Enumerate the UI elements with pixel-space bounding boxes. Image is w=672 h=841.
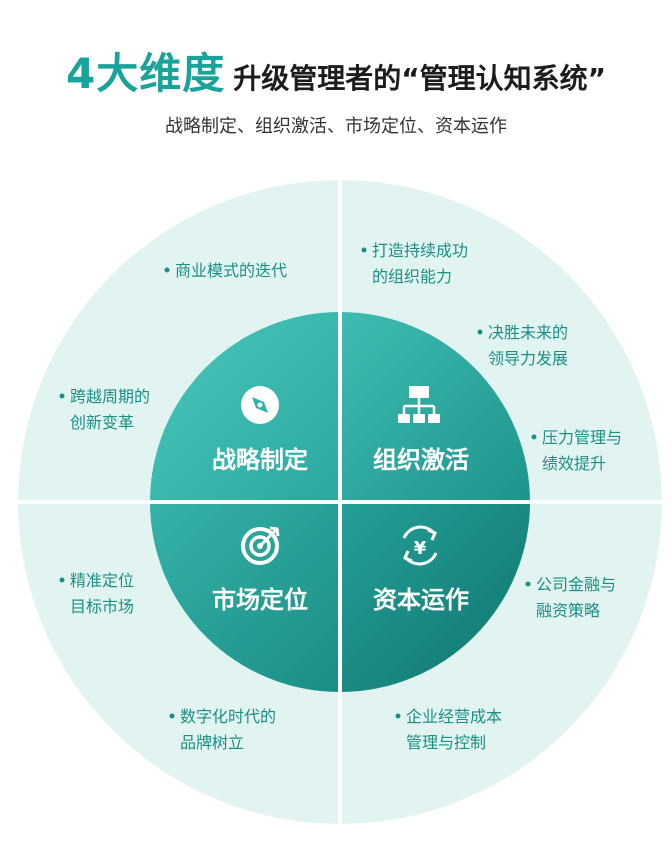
svg-text:融资策略: 融资策略 [536, 601, 600, 620]
bullet-brand: 数字化时代的 品牌树立 [169, 707, 276, 752]
yen-cycle-icon: ¥ [402, 525, 438, 566]
svg-text:管理与控制: 管理与控制 [406, 733, 486, 752]
bullet-leadership: 决胜未来的 领导力发展 [477, 323, 568, 368]
svg-text:压力管理与: 压力管理与 [542, 428, 622, 447]
svg-text:公司金融与: 公司金融与 [536, 575, 616, 594]
quadrant-capital [340, 502, 530, 692]
svg-text:打造持续成功: 打造持续成功 [372, 241, 468, 260]
title-main: 升级管理者的“管理认知系统” [233, 62, 607, 95]
quadrant-market [150, 502, 340, 692]
svg-text:绩效提升: 绩效提升 [542, 454, 606, 473]
quadrant-label-capital: 资本运作 [373, 586, 469, 614]
svg-text:¥: ¥ [414, 538, 427, 559]
bullet-business-model: 商业模式的迭代 [164, 261, 287, 280]
bullet-innovation: 跨越周期的 创新变革 [59, 387, 150, 432]
svg-text:领导力发展: 领导力发展 [488, 349, 568, 368]
svg-text:品牌树立: 品牌树立 [180, 733, 244, 752]
bullet-cost-control: 企业经营成本 管理与控制 [395, 707, 502, 752]
target-icon [241, 526, 280, 565]
svg-text:企业经营成本: 企业经营成本 [406, 707, 502, 726]
svg-text:的组织能力: 的组织能力 [372, 267, 452, 286]
quadrant-label-organization: 组织激活 [373, 446, 469, 474]
svg-text:数字化时代的: 数字化时代的 [180, 707, 276, 726]
quadrant-label-market: 市场定位 [212, 586, 308, 614]
org-chart-icon [398, 386, 440, 423]
bullet-performance: 压力管理与 绩效提升 [531, 428, 622, 473]
svg-text:精准定位: 精准定位 [70, 571, 134, 590]
compass-icon [241, 386, 279, 424]
bullet-finance: 公司金融与 融资策略 [525, 575, 616, 620]
svg-text:商业模式的迭代: 商业模式的迭代 [175, 261, 287, 280]
page-title: 4大维度升级管理者的“管理认知系统” [0, 40, 672, 101]
subtitle: 战略制定、组织激活、市场定位、资本运作 [165, 116, 507, 137]
svg-text:目标市场: 目标市场 [70, 597, 134, 616]
svg-text:决胜未来的: 决胜未来的 [488, 323, 568, 342]
bullet-target-market: 精准定位 目标市场 [59, 571, 134, 616]
quadrant-label-strategy: 战略制定 [212, 446, 308, 474]
title-accent: 4大维度 [65, 49, 226, 98]
svg-text:跨越周期的: 跨越周期的 [70, 387, 150, 406]
svg-text:创新变革: 创新变革 [70, 413, 134, 432]
bullet-org-capability: 打造持续成功 的组织能力 [361, 241, 468, 286]
